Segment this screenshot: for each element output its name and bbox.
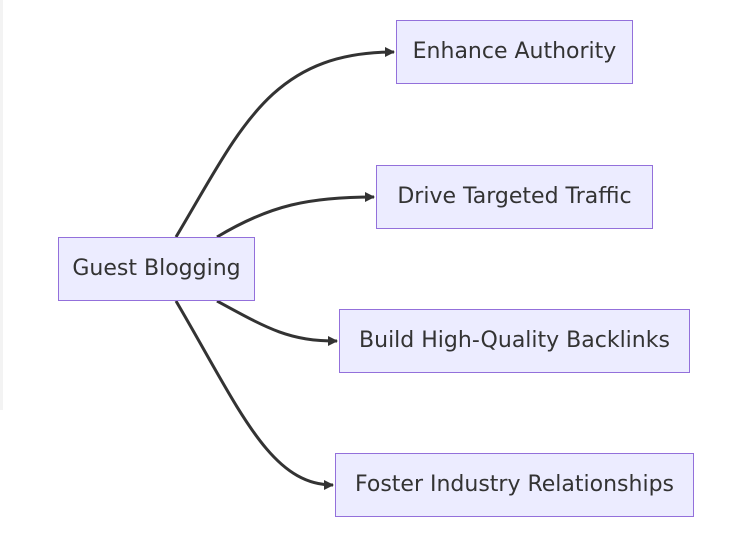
node-label: Guest Blogging: [72, 256, 241, 281]
edge-to-build-backlinks: [216, 299, 338, 346]
node-label: Build High-Quality Backlinks: [359, 328, 670, 353]
node-label: Drive Targeted Traffic: [397, 184, 632, 209]
node-foster-industry-relationships[interactable]: Foster Industry Relationships: [335, 453, 694, 517]
left-divider: [0, 0, 3, 410]
edge-to-drive-targeted-traffic: [216, 192, 375, 239]
node-build-high-quality-backlinks[interactable]: Build High-Quality Backlinks: [339, 309, 690, 373]
root-node-guest-blogging[interactable]: Guest Blogging: [58, 237, 255, 301]
edge-to-enhance-authority: [174, 47, 395, 238]
node-drive-targeted-traffic[interactable]: Drive Targeted Traffic: [376, 165, 653, 229]
node-enhance-authority[interactable]: Enhance Authority: [396, 20, 633, 84]
node-label: Foster Industry Relationships: [355, 472, 674, 497]
node-label: Enhance Authority: [412, 39, 617, 64]
edge-to-foster-relationships: [174, 300, 334, 490]
